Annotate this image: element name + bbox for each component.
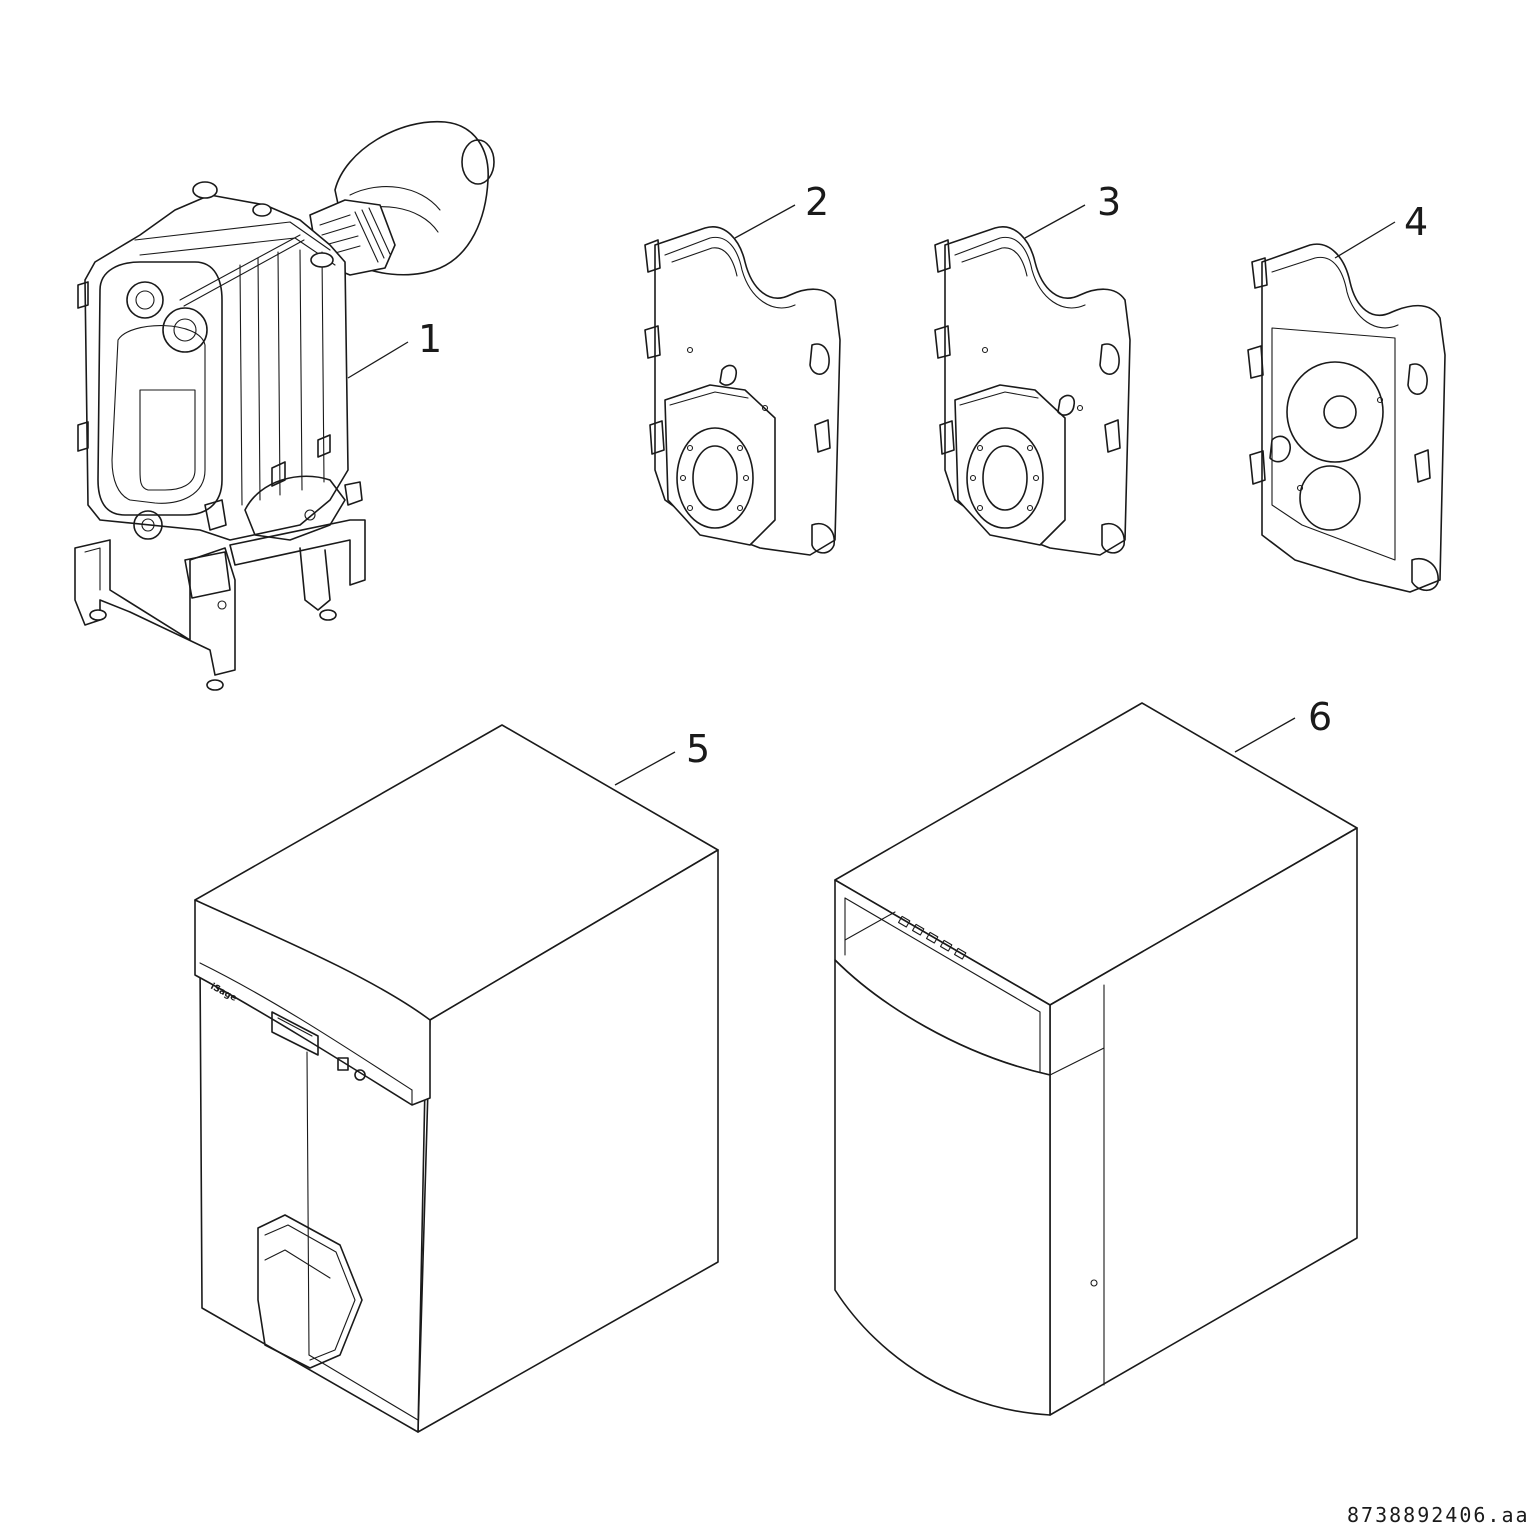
- callout-6: 6: [1308, 695, 1332, 739]
- part-2-burner-door-plate: [644, 226, 841, 556]
- part-6-casing: [834, 702, 1358, 1416]
- part-5-casing-with-control-panel: iSage: [194, 724, 719, 1433]
- part-4-cover-plate: [1247, 243, 1446, 593]
- callout-4: 4: [1404, 200, 1428, 244]
- callout-leaders: [347, 204, 1396, 786]
- callout-2: 2: [805, 180, 829, 224]
- callout-3: 3: [1097, 180, 1121, 224]
- part-1-boiler-block: [74, 120, 495, 691]
- part-3-burner-door-plate: [934, 226, 1131, 556]
- power-button-icon: [354, 1069, 366, 1081]
- control-indicator: [337, 1057, 349, 1071]
- drawing-number: 8738892406.aa: [1347, 1503, 1530, 1527]
- callout-1: 1: [418, 317, 442, 361]
- callout-5: 5: [686, 727, 710, 771]
